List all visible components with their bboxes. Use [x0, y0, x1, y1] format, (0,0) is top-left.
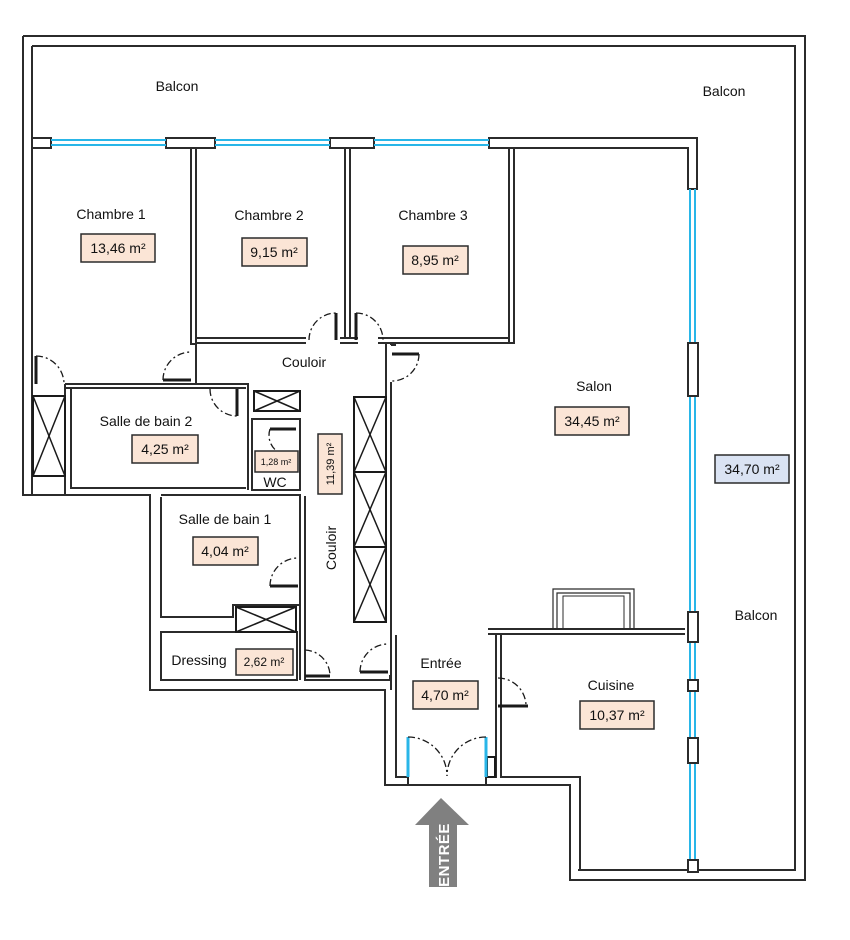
balcon-area-badge: 34,70 m²: [714, 454, 790, 484]
north-facade: [31, 137, 698, 190]
salle-de-bain-1-label: Salle de bain 1: [179, 511, 272, 527]
salle-de-bain-2-label: Salle de bain 2: [100, 413, 193, 429]
chambre-1-label: Chambre 1: [76, 206, 145, 222]
kitchen-niche: [552, 588, 635, 629]
door-salle-de-bain-1[interactable]: [269, 557, 299, 588]
door-wc[interactable]: [268, 427, 296, 453]
couloir-label: Couloir: [282, 354, 327, 370]
balcon-east-label: Balcon: [735, 607, 778, 623]
doors: [34, 312, 528, 785]
couloir-label-vertical: Couloir: [323, 525, 339, 570]
balcon-area: 34,70 m²: [724, 461, 780, 477]
balcony-labels: Balcon Balcon Balcon 34,70 m²: [156, 78, 790, 623]
salon-area: 34,45 m²: [564, 413, 620, 429]
salle-de-bain-1-area: 4,04 m²: [201, 543, 249, 559]
east-facade: [687, 189, 699, 873]
door-salle-de-bain-2[interactable]: [209, 388, 239, 417]
door-chambre-1[interactable]: [34, 355, 65, 385]
entry-arrow: ENTRÉE: [415, 798, 469, 887]
door-salle-de-bain-2-couloir[interactable]: [162, 351, 192, 382]
salon-label: Salon: [576, 378, 612, 394]
duct-entree: [486, 756, 496, 778]
salle-de-bain-2-area: 4,25 m²: [141, 441, 189, 457]
dressing-label: Dressing: [171, 652, 226, 668]
cuisine-label: Cuisine: [588, 677, 635, 693]
door-cuisine[interactable]: [497, 677, 528, 708]
entree-area: 4,70 m²: [421, 687, 469, 703]
ducts: [32, 390, 496, 778]
balcon-north-label: Balcon: [156, 78, 199, 94]
chambre-2-area: 9,15 m²: [250, 244, 298, 260]
room-labels: Chambre 1 13,46 m² Chambre 2 9,15 m² Cha…: [76, 206, 655, 730]
door-dressing[interactable]: [304, 649, 331, 678]
entree-label: Entrée: [420, 655, 461, 671]
door-main-entrance[interactable]: [406, 736, 488, 785]
chambre-2-label: Chambre 2: [234, 207, 303, 223]
entry-arrow-label: ENTRÉE: [436, 823, 453, 887]
wc-area: 1,28 m²: [261, 457, 292, 467]
chambre-3-label: Chambre 3: [398, 207, 467, 223]
cuisine-area: 10,37 m²: [589, 707, 645, 723]
arrow-up-icon: [415, 798, 469, 887]
door-chambre-3[interactable]: [354, 312, 384, 341]
dressing-area: 2,62 m²: [244, 655, 285, 669]
door-salon[interactable]: [391, 352, 420, 382]
couloir-area: 11,39 m²: [325, 442, 337, 485]
wc-label: WC: [263, 474, 286, 490]
chambre-1-area: 13,46 m²: [90, 240, 146, 256]
balcon-northeast-label: Balcon: [703, 83, 746, 99]
door-couloir-entree[interactable]: [359, 643, 389, 674]
chambre-3-area: 8,95 m²: [411, 252, 459, 268]
door-chambre-2[interactable]: [308, 312, 338, 341]
